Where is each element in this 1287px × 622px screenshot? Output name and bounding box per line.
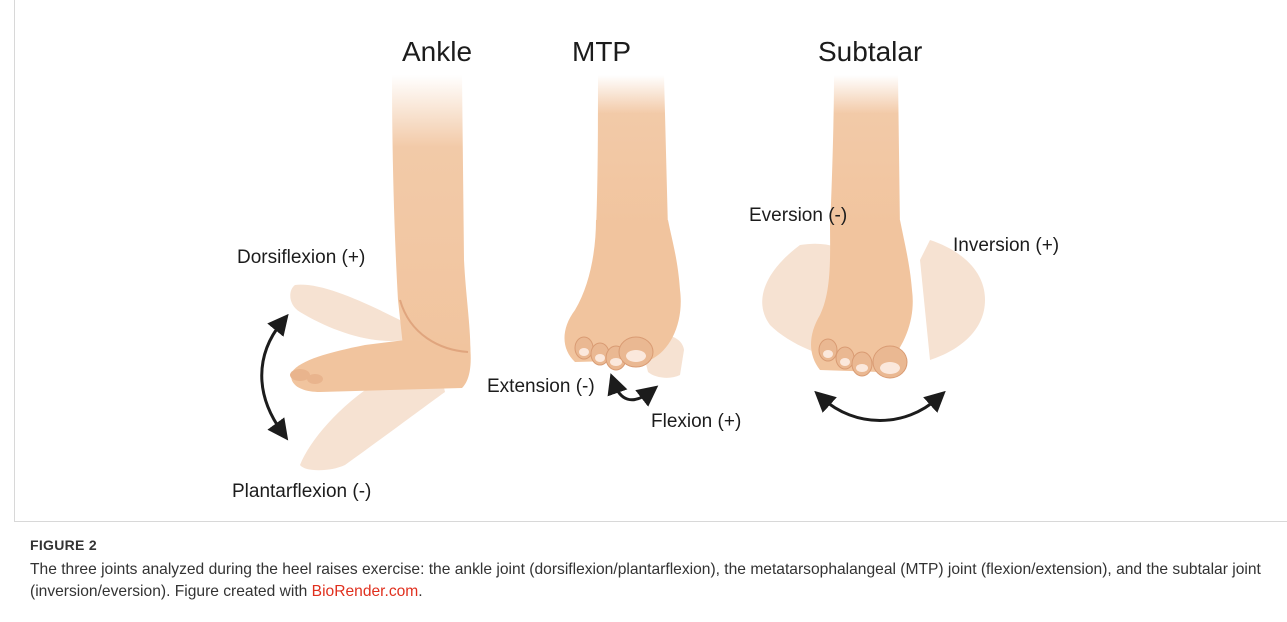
mtp-leg (596, 75, 668, 230)
subtalar-foot-illustration (762, 75, 985, 421)
curved-double-arrow-icon (614, 383, 650, 400)
figure-number: FIGURE 2 (30, 537, 1270, 553)
flexion-label: Flexion (+) (651, 411, 741, 433)
ankle-title: Ankle (402, 36, 472, 68)
curved-double-arrow-icon (822, 398, 938, 421)
mtp-foot-illustration (564, 75, 684, 400)
curved-double-arrow-icon (262, 322, 282, 432)
extension-label: Extension (-) (487, 376, 595, 398)
mtp-title: MTP (572, 36, 631, 68)
caption-body: The three joints analyzed during the hee… (30, 561, 1261, 600)
inverted-foot-ghost (920, 240, 985, 360)
subtalar-title: Subtalar (818, 36, 922, 68)
inversion-label: Inversion (+) (953, 235, 1059, 257)
ankle-foot-illustration (262, 75, 471, 470)
ankle-leg (392, 75, 470, 365)
figure-caption: FIGURE 2 The three joints analyzed durin… (30, 537, 1270, 603)
plantarflexion-label: Plantarflexion (-) (232, 481, 371, 503)
biorender-link[interactable]: BioRender.com (312, 583, 419, 600)
caption-text: The three joints analyzed during the hee… (30, 559, 1270, 603)
dorsiflexed-foot-ghost (290, 285, 405, 341)
caption-period: . (418, 583, 422, 600)
feet-diagram (0, 0, 1287, 500)
eversion-label: Eversion (-) (749, 205, 847, 227)
dorsiflexion-label: Dorsiflexion (+) (237, 247, 365, 269)
figure-illustration: Ankle MTP Subtalar Dorsiflexion (+) Plan… (0, 0, 1287, 500)
